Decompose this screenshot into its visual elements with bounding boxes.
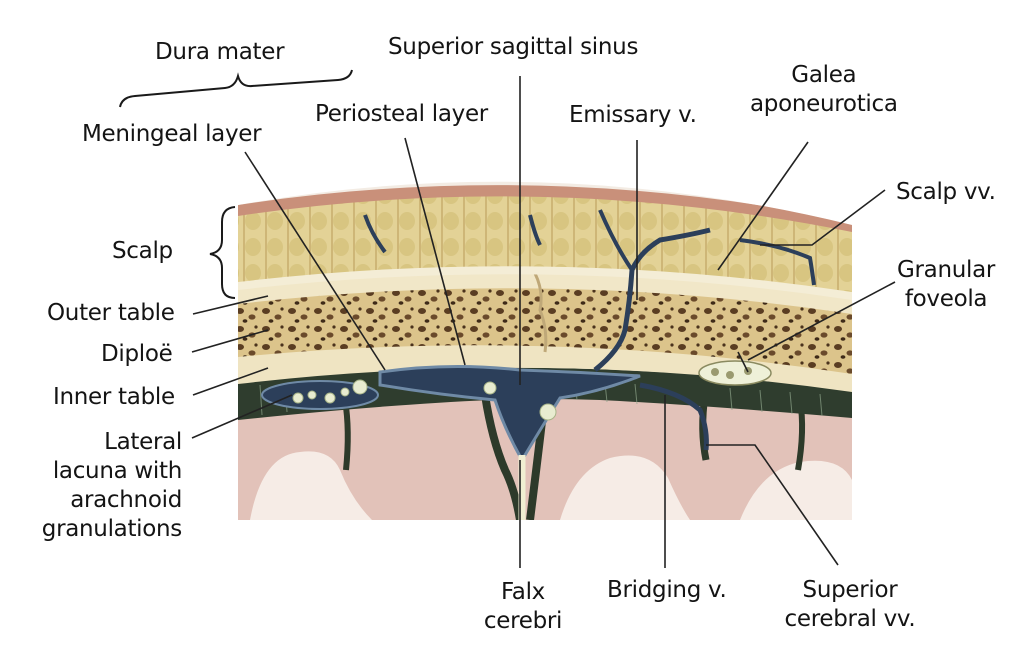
cerebral-cortex bbox=[238, 394, 852, 520]
leader-superior-cerebral-vv bbox=[706, 444, 839, 566]
label-outer-table: Outer table bbox=[47, 300, 175, 326]
label-scalp: Scalp bbox=[112, 238, 173, 264]
label-line: arachnoid bbox=[70, 487, 182, 513]
label-periosteal-layer: Periosteal layer bbox=[315, 101, 488, 127]
scalp-vein bbox=[528, 214, 542, 246]
label-bridging-v: Bridging v. bbox=[607, 577, 727, 603]
label-superior-sagittal-sinus: Superior sagittal sinus bbox=[388, 34, 639, 60]
label-superior-cerebral-vv: Superior cerebral vv. bbox=[775, 576, 925, 634]
superior-sagittal-sinus bbox=[378, 364, 641, 463]
skin-layer bbox=[238, 185, 852, 232]
label-lateral-lacuna: Lateral lacuna with arachnoid granulatio… bbox=[30, 428, 183, 544]
label-line: cerebral vv. bbox=[784, 606, 916, 632]
outer-table-bone bbox=[238, 272, 852, 314]
dura-mater-brace bbox=[119, 69, 353, 108]
leader-lines bbox=[191, 76, 896, 568]
leader-periosteal-layer bbox=[404, 137, 466, 366]
label-diploe: Diploë bbox=[101, 341, 173, 367]
scalp-tissue bbox=[238, 191, 852, 292]
leader-meningeal-layer bbox=[244, 151, 386, 371]
leader-granular-foveola-2 bbox=[737, 351, 749, 373]
granular-foveola-granulation bbox=[698, 360, 772, 386]
label-line: Granular bbox=[897, 257, 996, 283]
leader-lateral-lacuna bbox=[191, 394, 293, 439]
label-line: foveola bbox=[904, 286, 988, 312]
inner-table-bone bbox=[238, 343, 852, 392]
sulcus bbox=[481, 394, 524, 520]
label-meningeal-layer: Meningeal layer bbox=[82, 121, 262, 147]
white-matter bbox=[250, 451, 852, 520]
label-line: granulations bbox=[41, 516, 183, 542]
section-layers bbox=[238, 181, 852, 520]
leader-scalp-vv bbox=[760, 189, 886, 246]
label-line: aponeurotica bbox=[750, 91, 898, 117]
label-line: Superior bbox=[802, 577, 898, 603]
label-line: Falx bbox=[500, 579, 545, 605]
label-line: Galea bbox=[791, 62, 857, 88]
scalp-vein bbox=[363, 214, 387, 254]
label-line: lacuna with bbox=[52, 458, 182, 484]
sagittal-suture bbox=[526, 261, 548, 353]
label-inner-table: Inner table bbox=[53, 384, 175, 410]
label-galea-aponeurotica: Galea aponeurotica bbox=[750, 61, 898, 119]
label-emissary-v: Emissary v. bbox=[569, 102, 697, 128]
lateral-lacuna bbox=[261, 380, 379, 410]
leader-inner-table bbox=[192, 367, 269, 396]
leader-diploe bbox=[191, 329, 269, 353]
sulcus bbox=[342, 399, 351, 471]
leader-galea bbox=[717, 141, 809, 271]
label-dura-mater: Dura mater bbox=[155, 39, 285, 65]
leader-outer-table bbox=[192, 295, 269, 315]
scalp-brace bbox=[209, 206, 236, 299]
bridging-vein bbox=[639, 382, 709, 451]
arachnoid-granulations bbox=[292, 379, 557, 421]
label-line: Lateral bbox=[104, 429, 182, 455]
label-scalp-vv: Scalp vv. bbox=[896, 179, 996, 205]
scalp-vein bbox=[739, 238, 816, 286]
leader-granular-foveola bbox=[747, 281, 896, 361]
label-falx-cerebri: Falx cerebri bbox=[478, 578, 568, 636]
emissary-vein-branch bbox=[598, 209, 634, 272]
label-granular-foveola: Granular foveola bbox=[897, 256, 995, 314]
label-line: cerebri bbox=[483, 608, 563, 634]
